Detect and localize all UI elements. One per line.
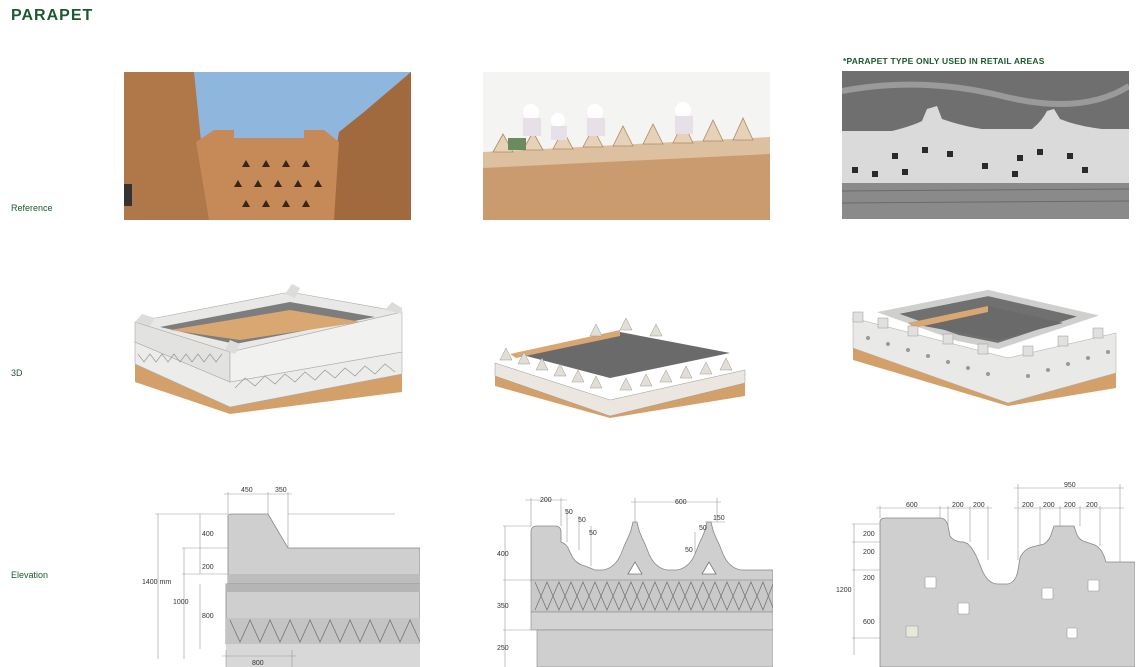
dim-a-total: 1400 mm bbox=[142, 579, 171, 586]
dim-a-800: 800 bbox=[202, 613, 214, 620]
dim-c-600: 600 bbox=[906, 502, 918, 509]
page-title: PARAPET bbox=[11, 7, 94, 24]
dim-c-200f: 200 bbox=[1086, 502, 1098, 509]
dim-a-200: 200 bbox=[202, 564, 214, 571]
dim-b-200: 200 bbox=[540, 497, 552, 504]
reference-photo-3 bbox=[842, 71, 1129, 219]
dim-c-s200b: 200 bbox=[863, 549, 875, 556]
dim-b-150: 150 bbox=[713, 515, 725, 522]
dim-b-50e: 50 bbox=[685, 547, 693, 554]
dim-b-250: 250 bbox=[497, 645, 509, 652]
dim-b-50b: 50 bbox=[578, 517, 586, 524]
dim-b-350: 350 bbox=[497, 603, 509, 610]
dim-b-400: 400 bbox=[497, 551, 509, 558]
dim-a-350: 350 bbox=[275, 487, 287, 494]
retail-note: *PARAPET TYPE ONLY USED IN RETAIL AREAS bbox=[843, 56, 1045, 66]
dim-a-400: 400 bbox=[202, 531, 214, 538]
model-3d-3 bbox=[848, 288, 1120, 408]
model-3d-2 bbox=[490, 318, 750, 418]
dim-a-450: 450 bbox=[241, 487, 253, 494]
elevation-drawing-3: 600 200 200 950 200 200 200 200 200 200 … bbox=[830, 480, 1135, 667]
row-label-3d: 3D bbox=[11, 368, 23, 378]
elevation-drawing-1: 450 350 400 200 1400 mm 1000 800 800 bbox=[140, 484, 420, 667]
dim-c-1200: 1200 bbox=[836, 587, 852, 594]
dim-b-50c: 50 bbox=[589, 530, 597, 537]
row-label-elevation: Elevation bbox=[11, 570, 49, 580]
dim-c-200d: 200 bbox=[1043, 502, 1055, 509]
model-3d-1 bbox=[130, 282, 405, 417]
dim-c-s200a: 200 bbox=[863, 531, 875, 538]
row-label-reference: Reference bbox=[11, 203, 53, 213]
dim-a-1000: 1000 bbox=[173, 599, 189, 606]
dim-c-950: 950 bbox=[1064, 482, 1076, 489]
dim-c-200b: 200 bbox=[973, 502, 985, 509]
reference-photo-2 bbox=[483, 72, 770, 220]
dim-b-50d: 50 bbox=[699, 525, 707, 532]
dim-b-600: 600 bbox=[675, 499, 687, 506]
dim-c-200e: 200 bbox=[1064, 502, 1076, 509]
dim-a-bottom-800: 800 bbox=[252, 660, 264, 667]
dim-c-200a: 200 bbox=[952, 502, 964, 509]
reference-photo-1 bbox=[124, 72, 411, 220]
elevation-drawing-2: 200 600 50 50 50 50 50 150 400 350 250 bbox=[495, 492, 773, 667]
dim-c-s200c: 200 bbox=[863, 575, 875, 582]
dim-c-200c: 200 bbox=[1022, 502, 1034, 509]
dim-b-50a: 50 bbox=[565, 509, 573, 516]
dim-c-600-side: 600 bbox=[863, 619, 875, 626]
